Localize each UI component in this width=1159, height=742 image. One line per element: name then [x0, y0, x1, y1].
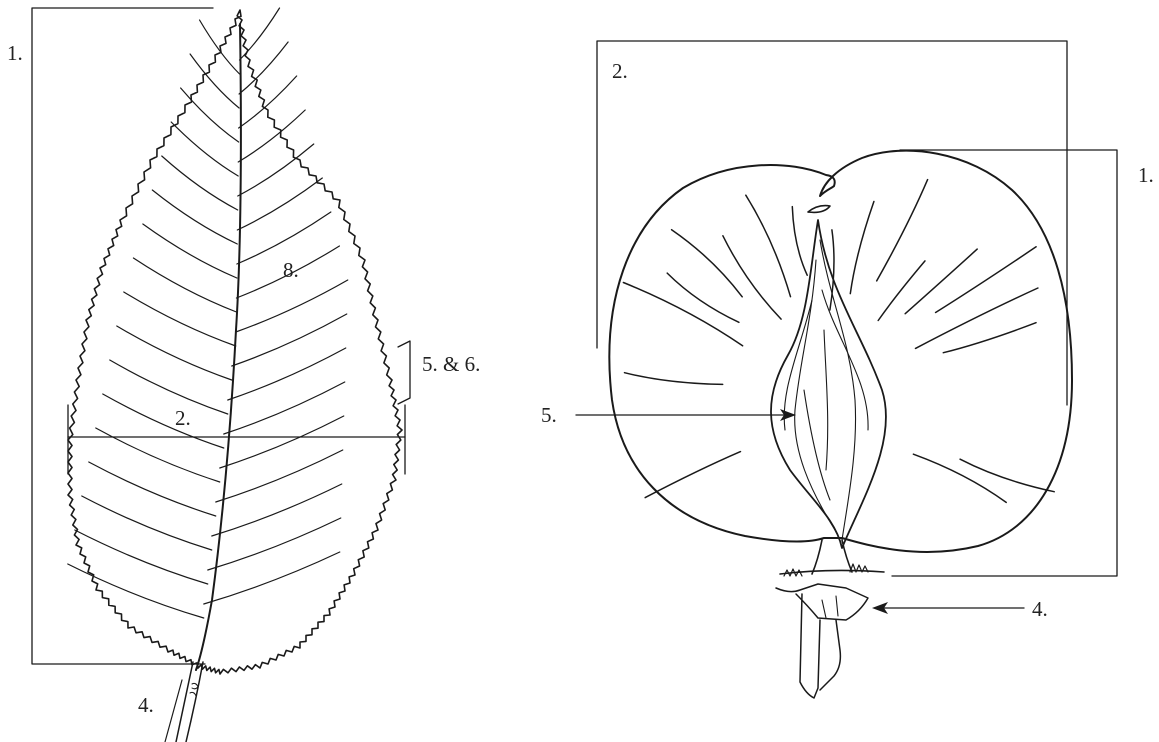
samara-length-label: 1. — [1138, 163, 1154, 187]
samara-wing-vein — [878, 261, 925, 321]
leaf-width-label: 2. — [175, 406, 191, 430]
samara-figure: 2. 1. 5. 4. — [541, 41, 1154, 698]
samara-wing-vein — [877, 180, 928, 281]
leaf-vein — [237, 178, 322, 230]
leaf-vein — [228, 348, 346, 400]
leaf-figure: 1. 2. 5. & 6. 8. 4. — [7, 8, 480, 742]
samara-wing-vein — [723, 236, 781, 319]
leaf-veins-label: 8. — [283, 258, 299, 282]
leaf-vein — [117, 326, 232, 380]
samara-wing-vein — [625, 373, 723, 385]
leaf-teeth-bracket — [398, 341, 410, 404]
leaf-vein — [216, 450, 343, 502]
leaf-vein — [232, 314, 347, 366]
leaf-vein — [239, 76, 297, 128]
samara-wing-vein — [916, 288, 1038, 348]
leaf-vein — [162, 156, 238, 210]
leaf-vein — [89, 462, 216, 516]
samara-wing-outline — [609, 151, 1072, 552]
leaf-vein — [240, 8, 280, 60]
samara-seed-veins — [784, 240, 868, 540]
samara-stalk — [776, 540, 884, 698]
samara-notch — [808, 206, 830, 213]
leaf-vein — [96, 428, 220, 482]
leaf-vein — [208, 518, 341, 570]
leaf-vein — [204, 552, 340, 604]
leaf-vein — [103, 394, 224, 448]
leaf-vein — [238, 110, 305, 162]
leaf-petiole-label: 4. — [138, 693, 154, 717]
samara-stalk-pointer — [872, 602, 1024, 614]
leaf-vein — [75, 530, 208, 584]
leaf-vein — [224, 382, 345, 434]
samara-length-bracket — [892, 150, 1117, 576]
samara-wing-vein — [746, 195, 791, 297]
samara-wing-veins — [623, 180, 1054, 503]
samara-wing-vein — [623, 283, 742, 346]
leaf-midrib — [196, 24, 241, 670]
samara-wing-vein — [792, 207, 807, 276]
leaf-vein — [181, 88, 239, 142]
leaf-vein — [171, 122, 238, 176]
samara-wing-vein — [936, 247, 1037, 313]
leaf-vein — [239, 42, 288, 94]
leaf-vein — [236, 280, 348, 332]
samara-wing-vein — [960, 459, 1054, 492]
leaf-teeth-label: 5. & 6. — [422, 352, 480, 376]
leaf-vein — [124, 292, 236, 346]
leaf-vein — [152, 190, 237, 244]
samara-wing-vein — [913, 454, 1006, 502]
samara-width-label: 2. — [612, 59, 628, 83]
samara-width-bracket — [597, 41, 1067, 405]
leaf-lateral-veins — [68, 8, 348, 618]
leaf-vein — [82, 496, 212, 550]
leaf-length-label: 1. — [7, 41, 23, 65]
leaf-petiole-pointer — [165, 680, 182, 742]
leaf-petiole — [176, 662, 203, 742]
samara-seed-pointer — [576, 409, 796, 421]
samara-stalk-label: 4. — [1032, 597, 1048, 621]
leaf-length-bracket — [32, 8, 213, 664]
leaf-vein — [212, 484, 342, 536]
samara-wing-vein — [905, 249, 977, 314]
samara-seed-label: 5. — [541, 403, 557, 427]
leaf-vein — [133, 258, 236, 312]
leaf-vein — [143, 224, 237, 278]
leaf-vein — [237, 212, 331, 264]
samara-wing-vein — [645, 452, 740, 498]
leaf-vein — [110, 360, 228, 414]
leaf-vein — [238, 144, 314, 196]
samara-wing-vein — [850, 202, 874, 294]
leaf-vein — [220, 416, 344, 468]
